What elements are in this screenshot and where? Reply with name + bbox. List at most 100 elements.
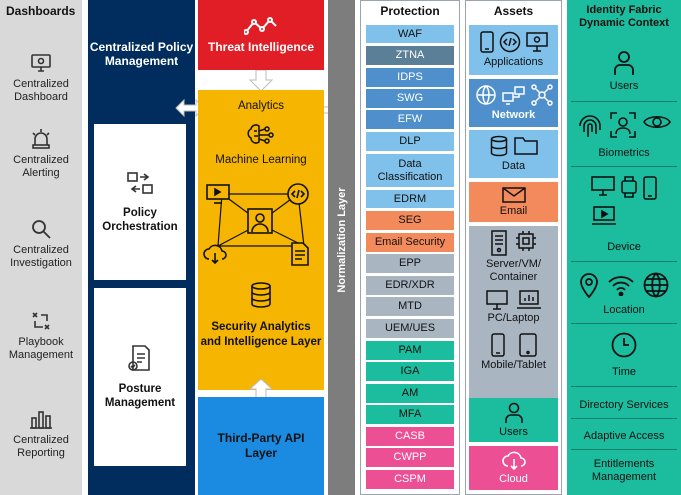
globe-network-icon: [475, 85, 496, 105]
identity-users-label: Users: [609, 80, 639, 92]
protection-item: Data Classification: [366, 154, 454, 187]
protection-item: CSPM: [366, 470, 454, 489]
protection-column: Protection WAF ZTNA IDPS SWG EFW DLP Data Clas…: [360, 0, 460, 495]
protection-item: CASB: [366, 427, 454, 446]
document-check-icon: [128, 345, 150, 371]
asset-label: Applications: [483, 56, 544, 68]
normalization-layer: Normalization Layer: [328, 0, 355, 495]
protection-item: CWPP: [366, 448, 454, 467]
asset-label: Network: [491, 109, 536, 121]
tablet-icon: [518, 333, 537, 357]
code-icon: [499, 31, 520, 53]
protection-item: SWG: [366, 89, 454, 108]
dashboard-item-playbook-management: Playbook Management: [0, 310, 82, 362]
identity-directory-label: Directory Services: [579, 399, 669, 411]
dashboard-item-label: Centralized Reporting: [13, 434, 69, 459]
protection-item: ZTNA: [366, 46, 454, 65]
mobile-phone-icon: [479, 31, 494, 53]
asset-label: Mobile/Tablet: [481, 359, 546, 371]
user-icon: [504, 402, 523, 423]
asset-label: Cloud: [499, 472, 528, 485]
asset-label: Data: [501, 160, 526, 172]
dashboards-column: Dashboards Centralized Dashboard Central…: [0, 0, 82, 495]
dashboard-item-centralized-investigation: Centralized Investigation: [0, 218, 82, 270]
protection-item: EPP: [366, 254, 454, 273]
asset-label: Email: [499, 204, 528, 217]
chip-icon: [515, 231, 536, 251]
protection-title: Protection: [380, 4, 440, 18]
policy-column: Centralized Policy Management Policy Orc…: [88, 0, 195, 495]
monitor-play-icon: [206, 184, 230, 204]
security-analytics-layer: Analytics Machine Learning Security Anal…: [198, 90, 324, 390]
policy-title: Centralized Policy Management: [89, 40, 194, 68]
asset-email: Email: [469, 182, 558, 222]
dashboard-item-label: Centralized Investigation: [10, 244, 72, 269]
policy-orchestration-label: Policy Orchestration: [102, 207, 178, 233]
protection-item: WAF: [366, 25, 454, 43]
asset-data: Data: [469, 130, 558, 178]
identity-fabric-column: Identity Fabric Dynamic Context Users Bi…: [567, 0, 681, 495]
identity-title: Identity Fabric Dynamic Context: [579, 4, 669, 29]
location-icons: [579, 272, 669, 298]
user-icon: [247, 208, 273, 234]
identity-entitlements-label: Entitlements Management: [591, 458, 657, 483]
identity-divider: [571, 101, 677, 102]
biometrics-icons: [577, 112, 671, 140]
identity-divider: [571, 261, 677, 262]
protection-item: MFA: [366, 405, 454, 424]
envelope-icon: [501, 186, 526, 203]
folder-icon: [513, 137, 538, 155]
security-analytics-title: Security Analytics and Intelligence Laye…: [200, 321, 322, 348]
dashboard-item-label: Playbook Management: [8, 336, 74, 361]
cloud-download-icon: [203, 244, 227, 265]
protection-item: AM: [366, 384, 454, 403]
protection-item: EFW: [366, 110, 454, 129]
orchestration-arrows-icon: [127, 172, 153, 194]
protection-item: IGA: [366, 362, 454, 381]
code-icon: [287, 183, 309, 205]
dashboard-item-centralized-alerting: Centralized Alerting: [0, 128, 82, 180]
monitor-gear-icon: [525, 32, 548, 52]
bar-chart-icon: [30, 411, 52, 429]
mobile-phone-icon: [490, 333, 505, 357]
api-layer-label: Third-Party API Layer: [217, 431, 305, 460]
dashboard-item-label: Centralized Alerting: [13, 154, 69, 179]
server-icon: [490, 230, 507, 256]
protection-item: Email Security: [366, 233, 454, 252]
database-icon: [251, 282, 271, 308]
playbook-icon: [32, 312, 50, 330]
face-scan-icon: [610, 112, 636, 138]
laptop-chart-icon: [516, 290, 541, 309]
desktop-icon: [591, 176, 615, 196]
protection-item: DLP: [366, 132, 454, 151]
cloud-download-icon: [501, 451, 526, 470]
dashboard-item-label: Centralized Dashboard: [13, 78, 69, 103]
machine-learning-label: Machine Learning: [215, 154, 307, 166]
laptop-play-icon: [592, 206, 616, 225]
posture-management-label: Posture Management: [104, 383, 176, 409]
assets-column: Assets Applications Network Data Email: [465, 0, 562, 495]
dashboards-title: Dashboards: [6, 4, 76, 18]
asset-applications: Applications: [469, 25, 558, 75]
identity-divider: [571, 418, 677, 419]
monitor-settings-icon: [31, 54, 51, 72]
alarm-light-icon: [32, 129, 50, 149]
normalization-label: Normalization Layer: [335, 187, 348, 293]
analytics-label: Analytics: [237, 100, 285, 112]
policy-orchestration-box: Policy Orchestration: [94, 124, 186, 280]
protection-item: MTD: [366, 297, 454, 316]
user-icon: [614, 51, 634, 75]
asset-label: Server/VM/ Container: [485, 258, 541, 283]
identity-divider: [571, 323, 677, 324]
network-devices-icon: [501, 86, 525, 105]
protection-item: PAM: [366, 341, 454, 360]
clock-icon: [611, 332, 637, 358]
map-pin-icon: [580, 273, 598, 298]
assets-title: Assets: [493, 4, 534, 18]
mobile-phone-icon: [643, 176, 657, 200]
identity-divider: [571, 166, 677, 167]
asset-endpoints: Server/VM/ Container PC/Laptop Mobile/Ta…: [469, 226, 558, 398]
protection-item: SEG: [366, 211, 454, 230]
smartwatch-icon: [621, 176, 637, 198]
protection-item: IDPS: [366, 68, 454, 87]
